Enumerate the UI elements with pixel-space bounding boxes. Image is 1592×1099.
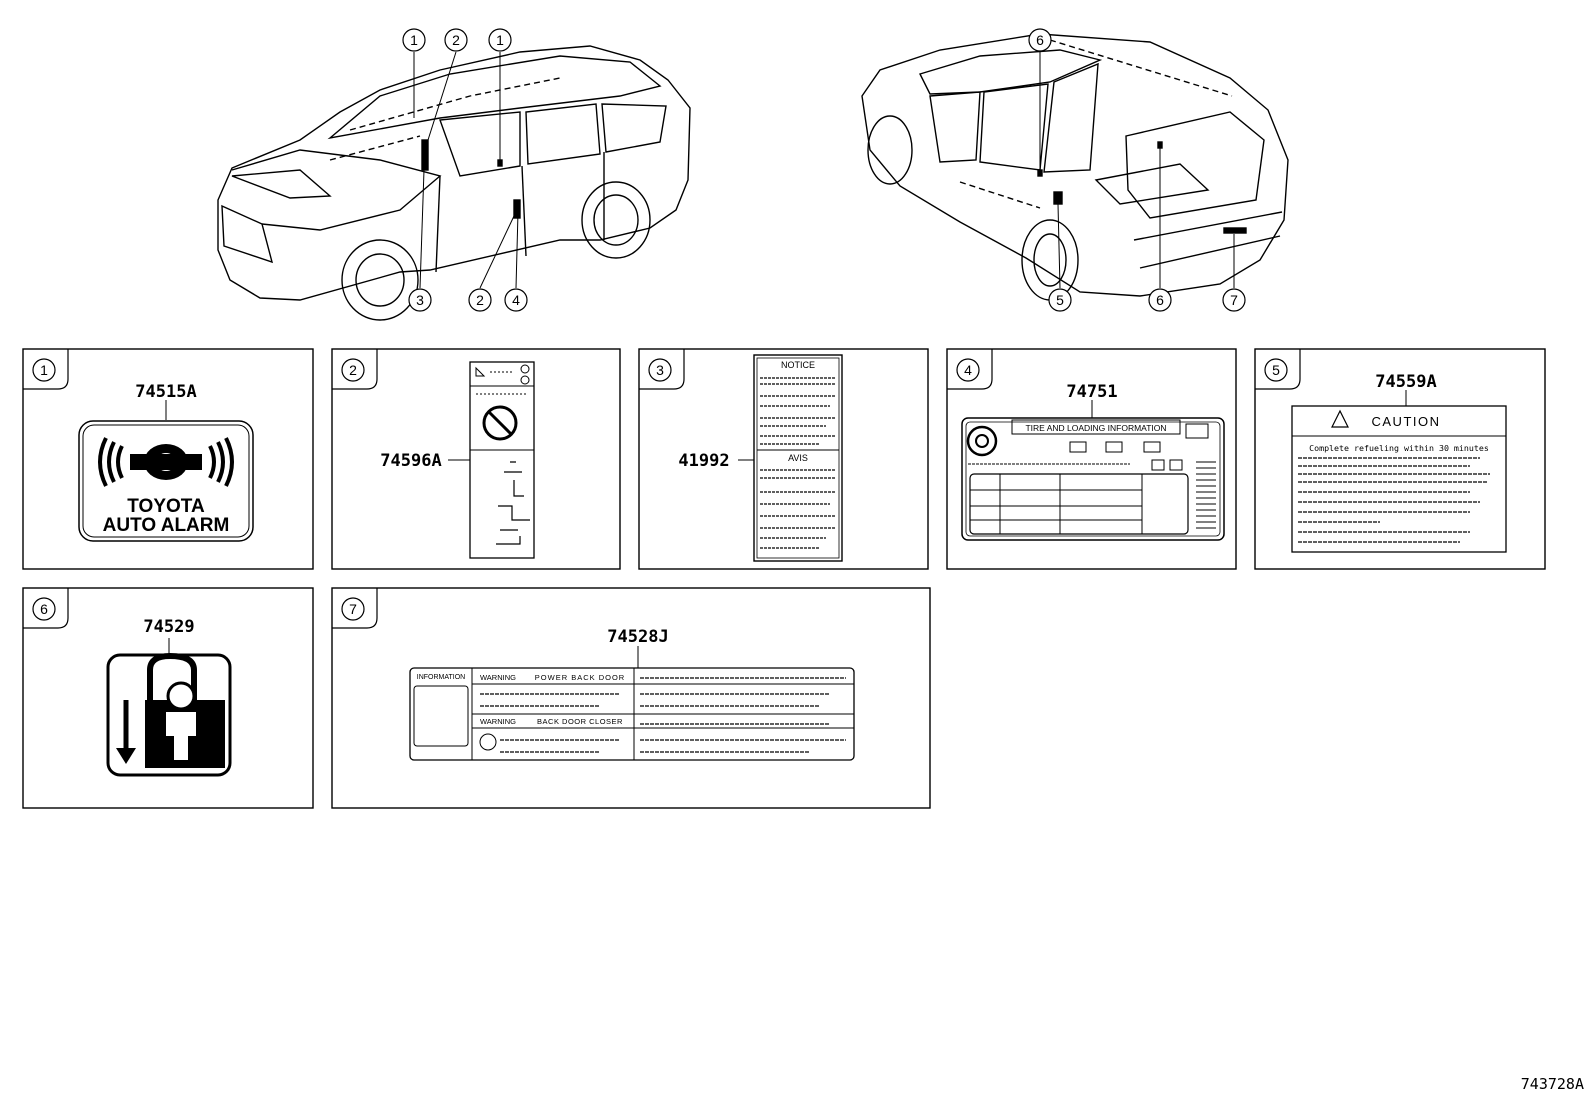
part-number-74528j: 74528J [607,627,668,647]
front-callouts: 1 2 1 3 2 4 [402,28,528,312]
panel-3-frame [638,348,929,570]
callout-number: 7 [1230,292,1238,308]
panel-6-number: 6 [40,601,48,617]
panel-5-frame [1254,348,1546,570]
info-heading: INFORMATION [417,674,465,681]
panel-4-number: 4 [964,362,972,378]
callout-number: 1 [496,32,504,48]
front-vehicle-illustration [217,45,691,321]
part-number-41992: 41992 [678,451,729,471]
callout-number: 6 [1036,32,1044,48]
label-74559a-artwork [1291,390,1507,553]
label-74751-artwork [961,400,1225,541]
callout-rear-6: 6 [1028,28,1052,52]
part-number-74515a: 74515A [135,382,196,402]
panel-5-number: 5 [1272,362,1280,378]
tire-label-heading: TIRE AND LOADING INFORMATION [1025,423,1166,433]
callout-rear-5: 5 [1048,288,1072,312]
callout-number: 3 [416,292,424,308]
callout-number: 2 [452,32,460,48]
notice-heading: NOTICE [781,360,815,370]
warning-heading-2: WARNING [480,717,516,726]
part-number-74596a: 74596A [380,451,441,471]
callout-number: 1 [410,32,418,48]
figure-id: 743728A [1520,1075,1584,1093]
panel-7-frame [331,587,931,809]
panel-1-number: 1 [40,362,48,378]
rear-vehicle-illustration [861,33,1289,301]
label-74515a-artwork [78,400,254,542]
avis-heading: AVIS [788,453,808,463]
label-74529-artwork [106,638,232,777]
label-74596a-artwork [448,361,535,559]
callout-number: 5 [1056,292,1064,308]
front-callout-leaders [413,51,519,289]
callout-front-1: 1 [402,28,426,52]
callout-front-2: 2 [444,28,468,52]
callout-front-1b: 1 [488,28,512,52]
panel-frames [22,348,1546,809]
callout-number: 2 [476,292,484,308]
caution-heading: CAUTION [1372,414,1441,429]
callout-rear-6b: 6 [1148,288,1172,312]
rear-callout-leaders [1039,52,1235,289]
callout-front-3: 3 [408,288,432,312]
part-number-74559a: 74559A [1375,372,1436,392]
callout-front-2b: 2 [468,288,492,312]
alarm-label-line-2: AUTO ALARM [103,515,230,536]
alarm-label-line-1: TOYOTA [127,496,205,517]
label-74528j-artwork [409,646,855,761]
part-number-74751: 74751 [1066,382,1117,402]
panel-tabs [23,349,1301,629]
panel-1-frame [22,348,314,570]
panel-6-frame [22,587,314,809]
part-numbers: 74515A 74596A 41992 74751 74559A 74529 7… [135,372,1436,647]
callout-rear-7: 7 [1222,288,1246,312]
back-door-closer-heading: BACK DOOR CLOSER [537,717,623,726]
panel-3-number: 3 [656,362,664,378]
panel-numbers: 1 2 3 4 5 6 7 [32,358,1288,621]
callout-number: 4 [512,292,520,308]
callout-number: 6 [1156,292,1164,308]
panel-2-number: 2 [349,362,357,378]
label-texts: TOYOTA AUTO ALARM NOTICE AVIS TIRE AND L… [103,360,1489,726]
power-back-door-heading: POWER BACK DOOR [535,673,625,682]
panel-2-frame [331,348,621,570]
part-number-74529: 74529 [143,617,194,637]
panel-4-frame [946,348,1237,570]
panel-7-number: 7 [349,601,357,617]
warning-heading-1: WARNING [480,673,516,682]
label-41992-artwork [738,354,843,562]
callout-front-4: 4 [504,288,528,312]
rear-callouts: 6 5 6 7 [1028,28,1246,312]
caution-first-line: Complete refueling within 30 minutes [1309,443,1489,453]
